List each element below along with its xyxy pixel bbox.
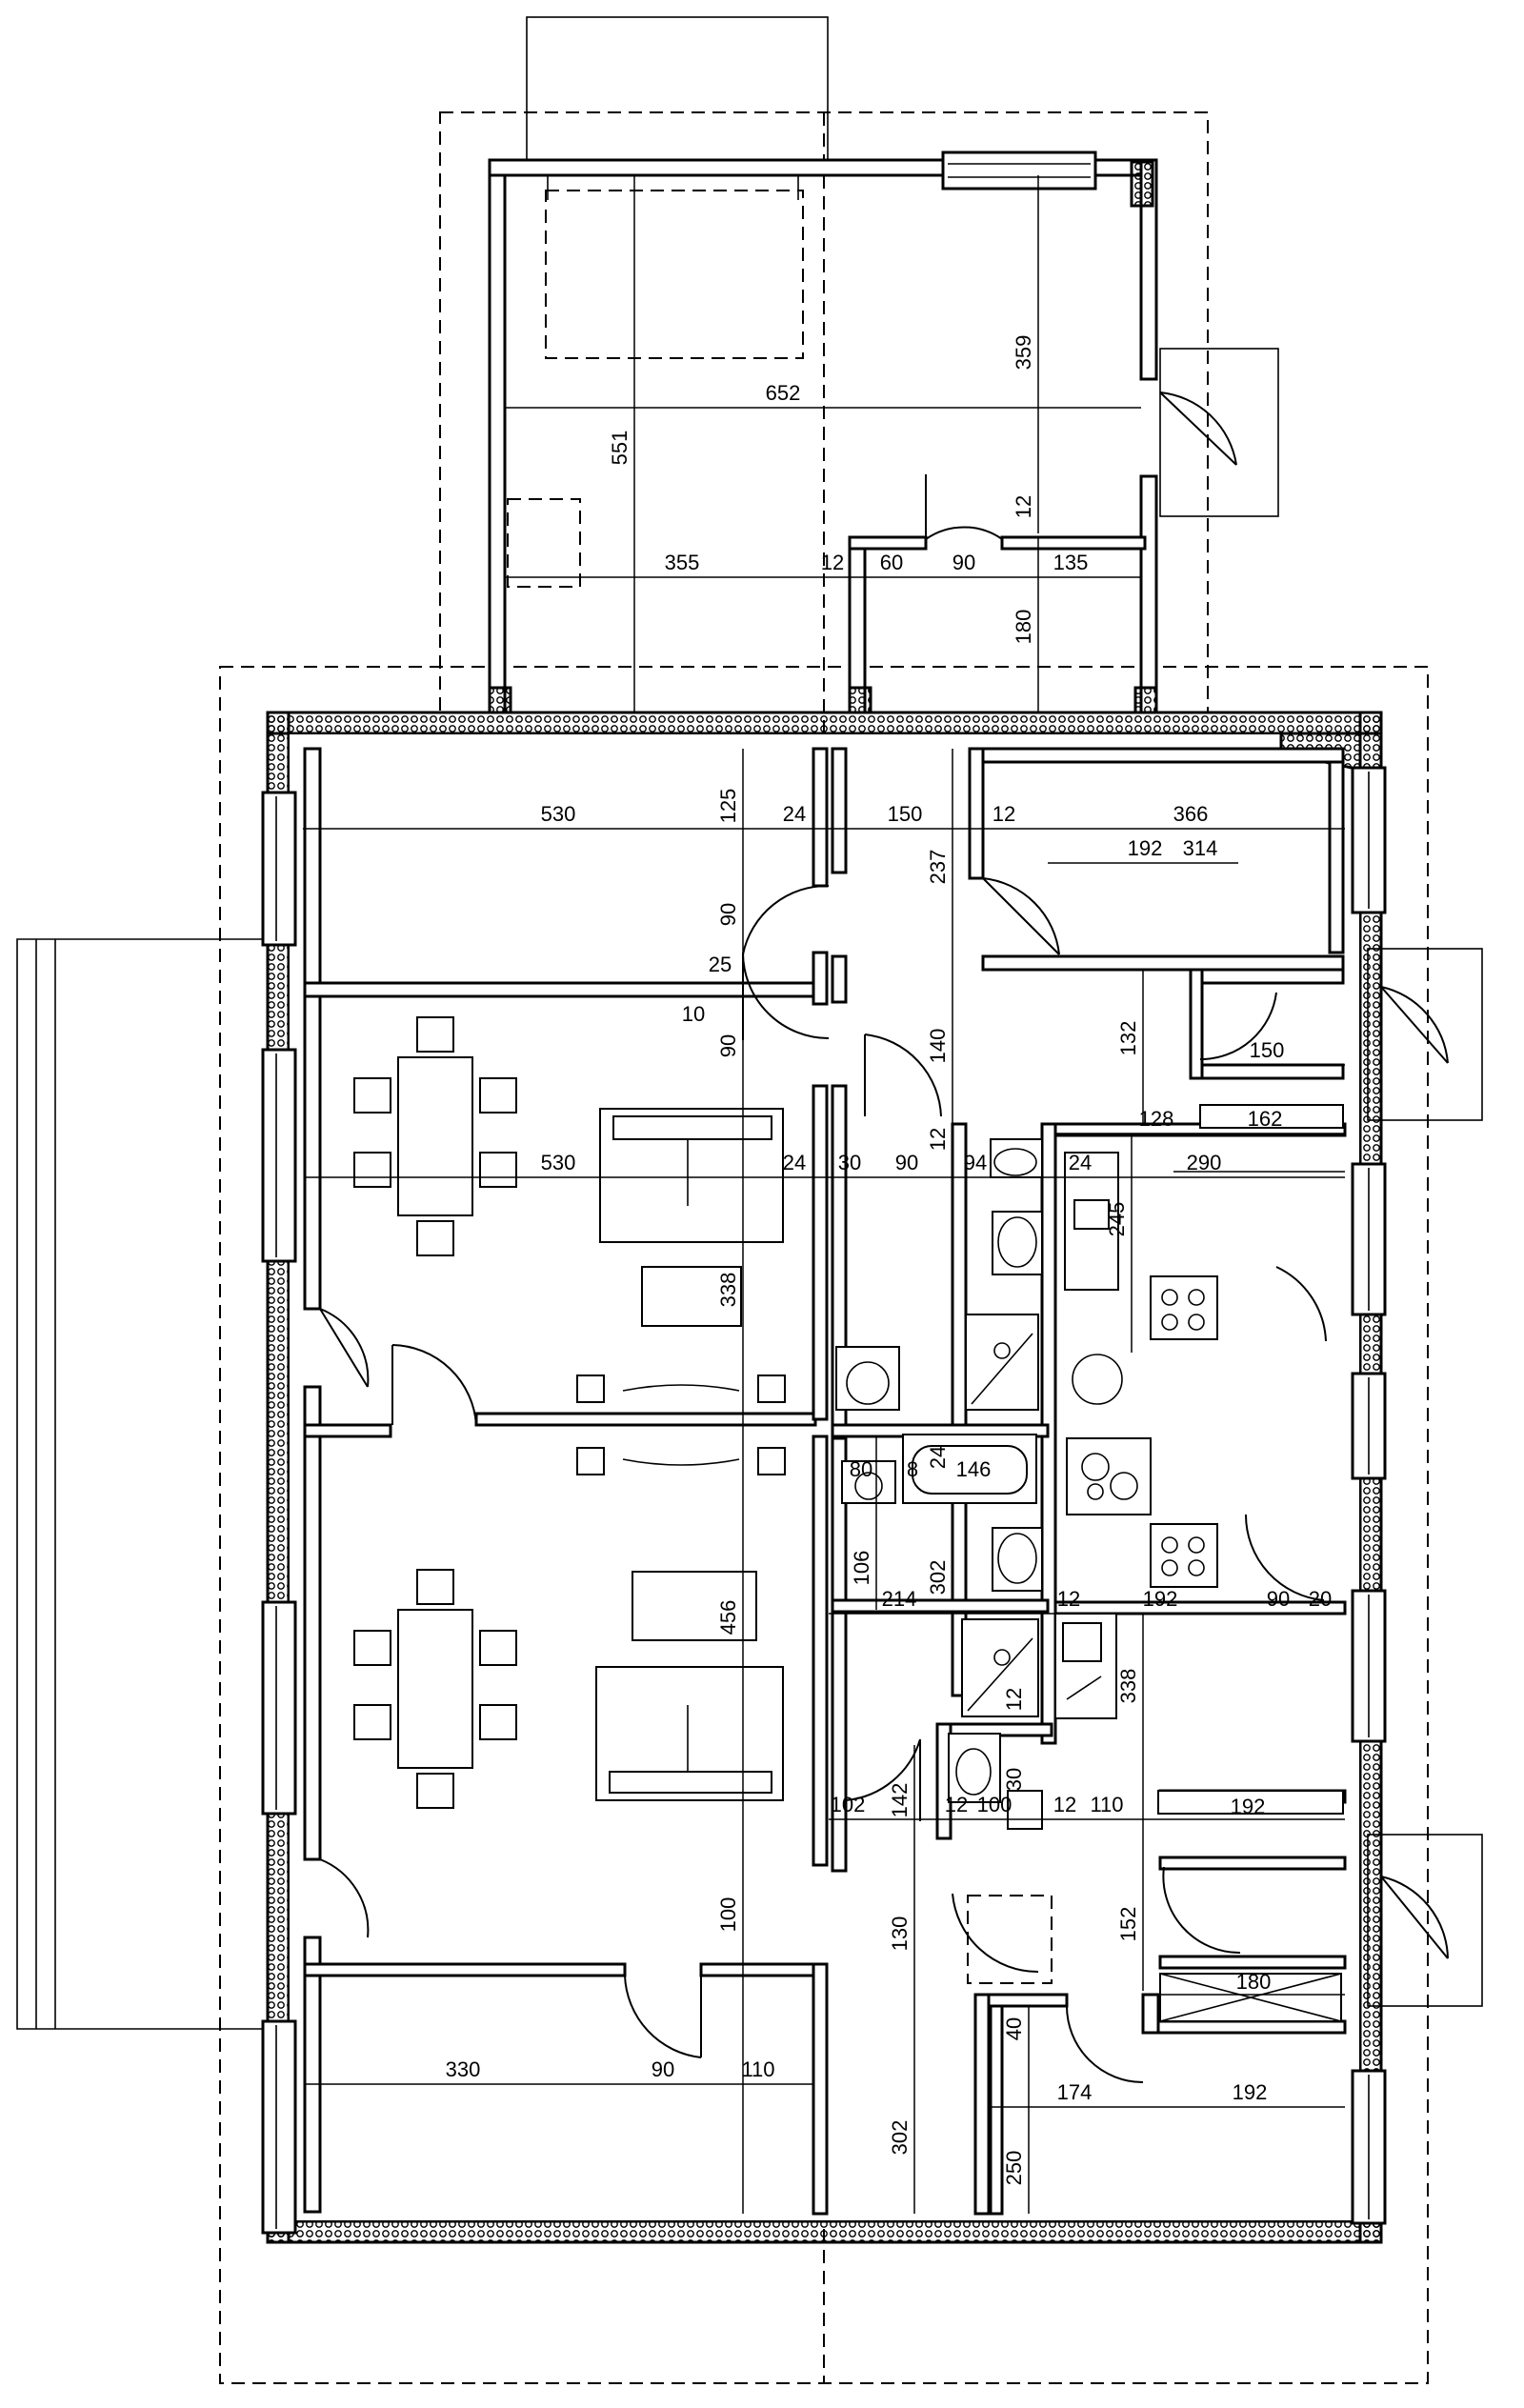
dim-label: 330 <box>446 2057 481 2081</box>
dim-label: 24 <box>926 1446 950 1469</box>
dim-label: 245 <box>1105 1202 1129 1237</box>
dim-label: 162 <box>1248 1107 1283 1131</box>
dim-label: 130 <box>888 1916 912 1952</box>
dim-label: 100 <box>977 1793 1013 1816</box>
dim-label: 125 <box>716 789 740 824</box>
dim-label: 94 <box>964 1151 987 1174</box>
dim-label: 530 <box>541 1151 576 1174</box>
dim-label: 25 <box>709 953 732 976</box>
dim-label: 192 <box>1231 1795 1266 1818</box>
dim-label: 180 <box>1236 1970 1272 1994</box>
interior-walls <box>303 747 1347 2216</box>
tv-units <box>576 1375 786 1475</box>
dimension-labels: 652 551 359 355 12 60 90 135 12 180 530 … <box>446 335 1333 2186</box>
dim-label: 237 <box>926 850 950 885</box>
dim-label: 214 <box>882 1587 917 1611</box>
dim-label: 30 <box>838 1151 861 1174</box>
dim-label: 90 <box>652 2057 674 2081</box>
windows-right <box>1351 766 1387 2225</box>
dim-label: 102 <box>831 1793 866 1816</box>
dim-label: 60 <box>880 551 903 574</box>
dim-label: 24 <box>783 802 806 826</box>
dim-label: 90 <box>716 903 740 926</box>
dim-label: 290 <box>1187 1151 1222 1174</box>
dim-label: 100 <box>716 1897 740 1933</box>
dim-label: 314 <box>1183 836 1218 860</box>
dim-label: 12 <box>1057 1587 1080 1611</box>
dim-label: 135 <box>1053 551 1089 574</box>
dim-label: 12 <box>1002 1688 1026 1711</box>
dim-label: 192 <box>1128 836 1163 860</box>
dimension-lines <box>303 175 1345 2214</box>
dim-label: 152 <box>1116 1907 1140 1942</box>
dim-label: 180 <box>1012 610 1035 645</box>
dim-label: 140 <box>926 1029 950 1064</box>
dim-label: 174 <box>1057 2080 1093 2104</box>
dim-label: 302 <box>888 2120 912 2156</box>
dim-label: 551 <box>608 431 632 466</box>
dim-label: 302 <box>926 1560 950 1595</box>
dim-label: 456 <box>716 1600 740 1635</box>
dim-label: 142 <box>888 1783 912 1818</box>
dim-label: 90 <box>952 551 975 574</box>
annex-structures <box>16 16 1483 2030</box>
dim-label: 12 <box>993 802 1015 826</box>
windows-left <box>261 791 297 2235</box>
sofa-lower <box>595 1571 784 1801</box>
dim-label: 366 <box>1173 802 1209 826</box>
garage-walls <box>488 150 1158 714</box>
dim-label: 106 <box>850 1551 873 1586</box>
dim-label: 355 <box>665 551 700 574</box>
dim-label: 150 <box>1250 1038 1285 1062</box>
dim-label: 250 <box>1002 2151 1026 2186</box>
dim-label: 192 <box>1143 1587 1178 1611</box>
dim-label: 146 <box>956 1457 992 1481</box>
dim-label: 338 <box>716 1273 740 1308</box>
dim-label: 359 <box>1012 335 1035 371</box>
dim-label: 80 <box>850 1457 872 1481</box>
dim-label: 192 <box>1233 2080 1268 2104</box>
dim-label: 24 <box>1069 1151 1092 1174</box>
dim-label: 24 <box>783 1151 806 1174</box>
dim-label: 40 <box>1002 2017 1026 2040</box>
dim-label: 90 <box>1267 1587 1290 1611</box>
dim-label: 110 <box>1090 1793 1123 1816</box>
dim-label: 90 <box>716 1034 740 1057</box>
dim-label: 30 <box>1002 1768 1026 1791</box>
dim-label: 10 <box>682 1002 705 1026</box>
dim-label: 12 <box>926 1128 950 1151</box>
dining-table-upper <box>353 1016 517 1256</box>
dim-label: 8 <box>907 1457 918 1481</box>
sofa-upper <box>599 1108 784 1327</box>
dim-label: 132 <box>1116 1021 1140 1056</box>
dining-table-lower <box>353 1569 517 1809</box>
dim-label: 12 <box>821 551 844 574</box>
bathroom-fixtures <box>835 1138 1053 1984</box>
dim-label: 150 <box>888 802 923 826</box>
dim-label: 338 <box>1116 1669 1140 1704</box>
dim-label: 12 <box>945 1793 968 1816</box>
dim-label: 20 <box>1309 1587 1332 1611</box>
dim-label: 652 <box>766 381 801 405</box>
dim-label: 12 <box>1053 1793 1076 1816</box>
dim-label: 530 <box>541 802 576 826</box>
dim-label: 12 <box>1012 495 1035 518</box>
dim-label: 90 <box>895 1151 918 1174</box>
dim-label: 110 <box>741 2057 774 2081</box>
dim-label: 128 <box>1139 1107 1174 1131</box>
doors <box>319 391 1449 2083</box>
kitchen-fixtures <box>1054 1104 1344 2022</box>
